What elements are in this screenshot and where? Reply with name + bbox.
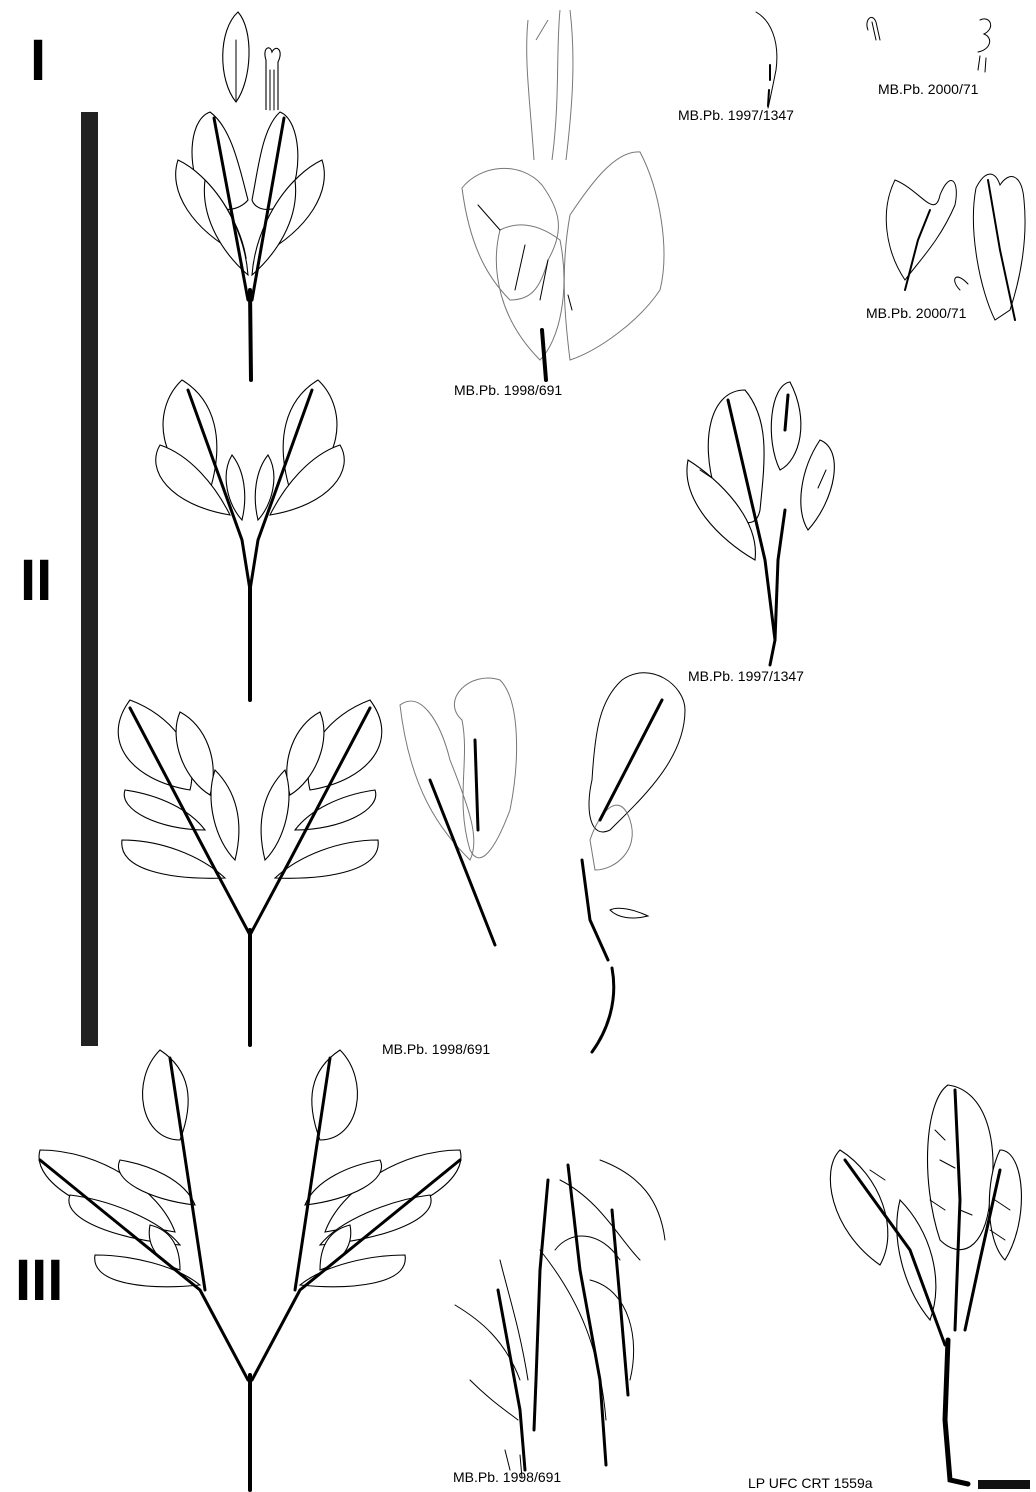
fossil-2000-71-a [867, 17, 991, 72]
stage-label-i: I [30, 28, 46, 93]
fossil-lp-ufc-crt-1559a [830, 1085, 1021, 1484]
fossil-1998-691-c [455, 1160, 665, 1478]
scale-bar [978, 1480, 1030, 1489]
reconstruction-stage-ii-a [176, 112, 325, 380]
specimen-label-1997-1347-top: MB.Pb. 1997/1347 [678, 107, 794, 123]
fossil-1997-1347-b [687, 382, 834, 665]
specimen-label-2000-71-mid: MB.Pb. 2000/71 [866, 305, 967, 321]
specimen-label-1998-691-top: MB.Pb. 1998/691 [454, 382, 562, 398]
reconstruction-stage-ii-c [118, 700, 382, 1045]
stage-ii-bar [81, 112, 98, 1046]
stage-label-iii: III [15, 1248, 63, 1313]
specimen-label-1998-691-bottom: MB.Pb. 1998/691 [453, 1469, 561, 1485]
fossil-2000-71-b [886, 174, 1025, 320]
fossil-1997-1347-a [756, 12, 777, 108]
specimen-label-1997-1347-mid: MB.Pb. 1997/1347 [688, 668, 804, 684]
fossil-1998-691-a [462, 10, 664, 380]
specimen-label-2000-71-top: MB.Pb. 2000/71 [878, 81, 979, 97]
stage-label-ii: II [20, 548, 52, 613]
reconstruction-stage-ii-b [156, 380, 345, 700]
reconstruction-stage-i [223, 12, 280, 110]
specimen-label-lp-ufc-crt-1559a: LP UFC CRT 1559a [748, 1475, 873, 1491]
specimen-label-1998-691-mid: MB.Pb. 1998/691 [382, 1041, 490, 1057]
reconstruction-stage-iii [39, 1050, 461, 1490]
fossil-1998-691-b [400, 673, 685, 1052]
